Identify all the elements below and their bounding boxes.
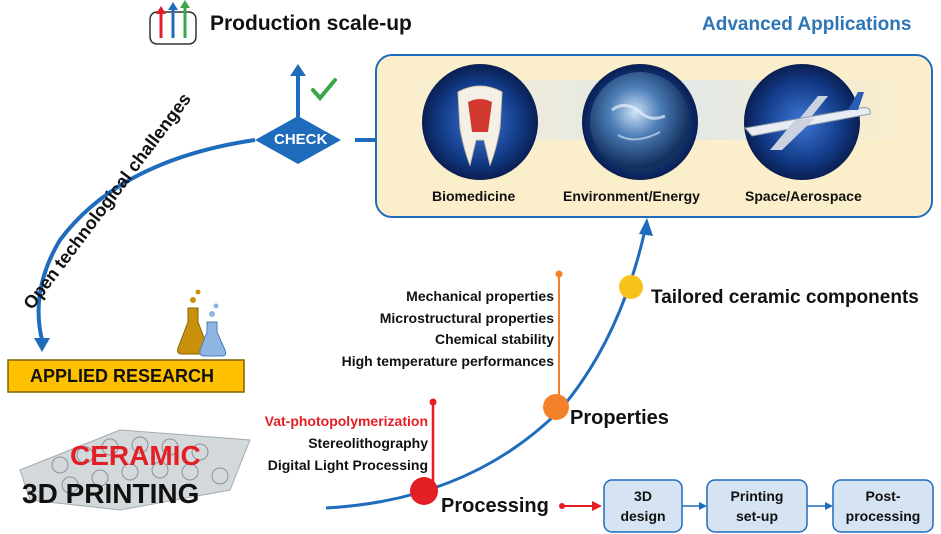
step-label-3: Post- processing xyxy=(833,486,933,526)
airplane-icon xyxy=(744,64,871,180)
step-line: design xyxy=(620,508,666,524)
processing-item: Stereolithography xyxy=(308,435,428,451)
processing-dot xyxy=(410,477,438,505)
earth-icon xyxy=(582,64,698,180)
properties-list: Mechanical properties Microstructural pr… xyxy=(282,286,554,372)
scale-up-icon xyxy=(149,0,197,45)
step-label-2: Printing set-up xyxy=(707,486,807,526)
step-line: Printing xyxy=(730,488,784,504)
processing-highlight: Vat-photopolymerization xyxy=(264,413,428,429)
check-diamond xyxy=(255,116,341,164)
processing-list: Vat-photopolymerization Stereolithograph… xyxy=(210,410,428,476)
step-line: 3D xyxy=(634,488,652,504)
tooth-icon xyxy=(422,64,538,180)
processing-item: Digital Light Processing xyxy=(267,457,428,473)
check-label: CHECK xyxy=(274,131,328,148)
app-label-biomedicine: Biomedicine xyxy=(432,188,516,204)
processing-label: Processing xyxy=(441,495,549,517)
step-line: processing xyxy=(845,508,921,524)
properties-dot xyxy=(543,394,569,420)
scale-up-label: Production scale-up xyxy=(210,12,412,35)
tailored-dot xyxy=(619,275,643,299)
app-label-environment: Environment/Energy xyxy=(563,188,700,204)
properties-label: Properties xyxy=(570,407,669,429)
logo-ceramic: CERAMIC xyxy=(70,440,201,471)
flask-icon xyxy=(177,289,227,357)
ceramic-lattice-image xyxy=(19,429,251,511)
tailored-label: Tailored ceramic components xyxy=(651,287,919,308)
logo-3d-printing: 3D PRINTING xyxy=(22,478,200,509)
applied-research-box xyxy=(7,359,245,393)
step-label-1: 3D design xyxy=(604,486,682,526)
property-item: Chemical stability xyxy=(434,331,554,347)
advanced-applications-title: Advanced Applications xyxy=(702,14,912,35)
property-item: High temperature performances xyxy=(341,352,554,369)
property-item: Microstructural properties xyxy=(379,309,554,326)
property-item: Mechanical properties xyxy=(406,288,554,304)
step-line: Post- xyxy=(865,488,901,504)
app-label-aerospace: Space/Aerospace xyxy=(745,188,862,204)
checkmark-icon xyxy=(311,78,337,102)
applied-research-label: APPLIED RESEARCH xyxy=(30,366,215,386)
step-line: set-up xyxy=(736,508,778,524)
